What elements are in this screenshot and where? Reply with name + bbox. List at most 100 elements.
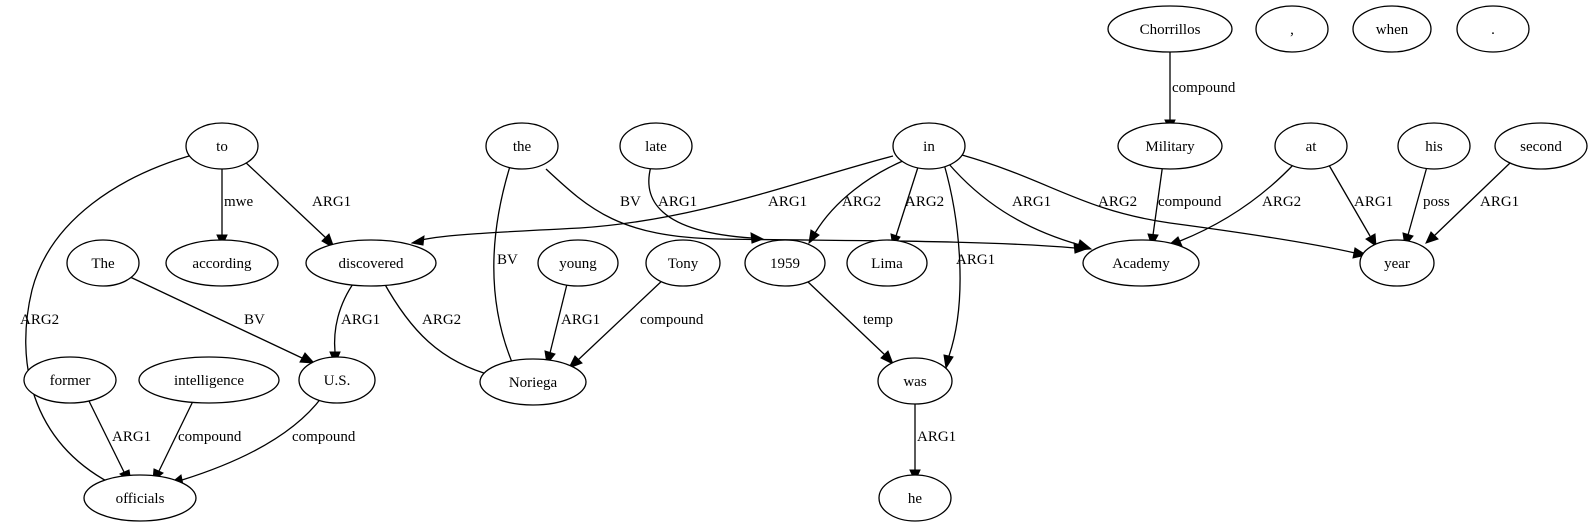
edge-label: ARG1 [658, 194, 697, 210]
edge-in-was: ARG1 [943, 163, 995, 370]
edge-thecap-us: BV [127, 275, 316, 364]
node-label: Chorrillos [1140, 22, 1201, 38]
node-label: at [1306, 139, 1318, 155]
edge-label: compound [1172, 80, 1236, 96]
edge-in-1959: ARG2 [808, 159, 906, 245]
node-late: late [619, 122, 693, 170]
edge-label: compound [178, 429, 242, 445]
node-he: he [878, 474, 952, 522]
nodes: Chorrillos , when . to the late in Milit… [23, 5, 1588, 522]
node-label: year [1384, 256, 1410, 272]
edge-at-year: ARG1 [1325, 159, 1393, 248]
node-label: when [1376, 22, 1409, 38]
edge-label: ARG1 [341, 312, 380, 328]
edge-in-academy: ARG1 [947, 162, 1093, 251]
edge-label: temp [863, 312, 893, 328]
node-noriega: Noriega [479, 358, 587, 406]
node-label: former [50, 373, 91, 389]
edge-second-year: ARG1 [1425, 162, 1519, 244]
edge-label: ARG1 [956, 252, 995, 268]
node-label: officials [116, 491, 165, 507]
edge-label: ARG1 [1480, 194, 1519, 210]
edge-chorrillos-military: compound [1164, 52, 1236, 133]
edge-label: compound [640, 312, 704, 328]
edge-intelligence-officials: compound [152, 396, 242, 483]
edge-label: ARG1 [561, 312, 600, 328]
edge-late-1959: ARG1 [648, 162, 765, 244]
node-at: at [1274, 122, 1348, 170]
node-when: when [1352, 5, 1432, 53]
node-second: second [1494, 122, 1588, 170]
edge-was-he: ARG1 [909, 398, 956, 483]
node-period: . [1456, 5, 1530, 53]
edge-discovered-us: ARG1 [329, 280, 380, 366]
node-label: . [1491, 22, 1495, 38]
node-year: year [1359, 239, 1435, 287]
node-military: Military [1117, 122, 1223, 170]
edge-to-according: mwe [216, 163, 254, 248]
edge-label: ARG1 [312, 194, 351, 210]
edge-label: ARG2 [1262, 194, 1301, 210]
node-academy: Academy [1082, 239, 1200, 287]
node-label: was [903, 374, 926, 390]
node-label: according [192, 256, 252, 272]
node-label: Noriega [509, 375, 558, 391]
node-comma: , [1255, 5, 1329, 53]
edges: compound compound mwe ARG1 ARG2 BV [20, 52, 1519, 491]
node-1959: 1959 [744, 239, 826, 287]
node-label: to [216, 139, 228, 155]
node-label: Tony [668, 256, 699, 272]
edge-former-officials: ARG1 [86, 396, 151, 484]
node-us: U.S. [298, 356, 376, 404]
node-intelligence: intelligence [138, 356, 280, 404]
edge-the-academy: BV [545, 168, 1088, 254]
edge-young-noriega: ARG1 [544, 279, 600, 366]
edge-label: ARG2 [842, 194, 881, 210]
edge-the-noriega: BV [493, 162, 521, 379]
node-according: according [165, 239, 279, 287]
node-the-cap: The [66, 239, 140, 287]
edge-label: BV [244, 312, 265, 328]
edge-label: compound [292, 429, 356, 445]
node-label: The [91, 256, 115, 272]
node-his: his [1397, 122, 1471, 170]
edge-in-discovered: ARG1 [410, 155, 894, 246]
edge-label: ARG1 [768, 194, 807, 210]
edge-military-academy: compound [1147, 162, 1222, 248]
node-officials: officials [83, 474, 197, 522]
node-label: U.S. [324, 373, 351, 389]
edge-label: ARG2 [20, 312, 59, 328]
edge-label: ARG2 [1098, 194, 1137, 210]
node-label: Lima [871, 256, 903, 272]
edge-his-year: poss [1402, 162, 1450, 248]
node-chorrillos: Chorrillos [1107, 5, 1233, 53]
edge-tony-noriega: compound [567, 277, 704, 369]
node-to: to [185, 122, 259, 170]
node-label: late [645, 139, 667, 155]
node-label: intelligence [174, 373, 244, 389]
node-label: , [1290, 22, 1294, 38]
node-discovered: discovered [305, 239, 437, 287]
node-label: second [1520, 139, 1562, 155]
edge-label: ARG1 [917, 429, 956, 445]
edge-in-lima: ARG2 [890, 163, 944, 249]
node-former: former [23, 356, 117, 404]
edge-label: poss [1423, 194, 1450, 210]
edge-label: BV [497, 252, 518, 268]
node-label: he [908, 491, 923, 507]
edge-label: ARG2 [905, 194, 944, 210]
node-label: his [1425, 139, 1443, 155]
node-label: in [923, 139, 935, 155]
edge-1959-was: temp [806, 280, 894, 366]
node-label: Military [1145, 139, 1195, 155]
edge-label: compound [1158, 194, 1222, 210]
edge-label: ARG1 [1354, 194, 1393, 210]
node-lima: Lima [846, 239, 928, 287]
edge-label: ARG2 [422, 312, 461, 328]
node-label: Academy [1112, 256, 1170, 272]
node-in: in [892, 122, 966, 170]
node-label: the [513, 139, 532, 155]
edge-label: ARG1 [1012, 194, 1051, 210]
edge-label: BV [620, 194, 641, 210]
